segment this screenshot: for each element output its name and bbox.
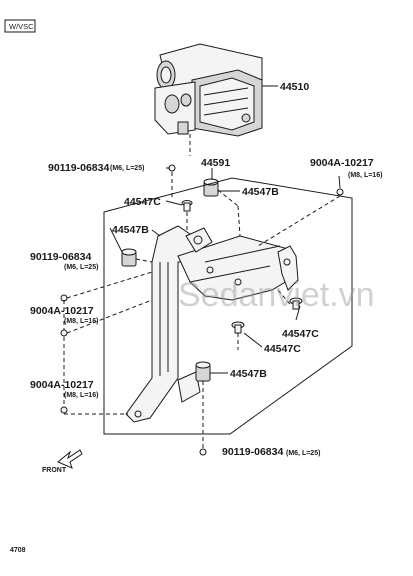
callout-cushion-left-part: 44547B — [112, 224, 149, 236]
callout-cushion-bottom-part: 44547B — [230, 368, 267, 380]
callout-nut-top-right-spec: (M8, L=16) — [348, 172, 382, 179]
collar-top — [181, 200, 193, 212]
callout-bolt-left-spec: (M6, L=25) — [64, 264, 98, 271]
cushion-bottom — [195, 361, 211, 382]
callout-bolt-top-part: 90119-06834 — [48, 162, 109, 174]
callout-cushion-top-part: 44547B — [242, 186, 279, 198]
callout-bolt-bottom-part: 90119-06834 — [222, 446, 283, 458]
nut-bottom-left — [60, 406, 68, 414]
bracket-illustration — [125, 225, 299, 423]
callout-nut-left-spec: (M8, L=16) — [64, 318, 98, 325]
cushion-top — [203, 178, 219, 197]
callout-nut-left-part: 9004A-10217 — [30, 305, 94, 317]
callout-nut-top-right-part: 9004A-10217 — [310, 157, 374, 169]
callout-bolt-top-spec: (M6, L=25) — [110, 165, 144, 172]
callout-collar-right-part: 44547C — [282, 328, 319, 340]
callout-collar-top-part: 44547C — [124, 196, 161, 208]
callout-bolt-bottom-spec: (M6, L=25) — [286, 450, 320, 457]
variant-tag: W/VSC — [9, 22, 34, 31]
callout-nut-bottom-left-spec: (M8, L=16) — [64, 392, 98, 399]
collar-mid — [231, 321, 245, 334]
cushion-left — [121, 248, 137, 267]
callout-nut-bottom-left-part: 9004A-10217 — [30, 379, 94, 391]
callout-44510-part: 44510 — [280, 81, 309, 93]
callout-44591-part: 44591 — [201, 157, 230, 169]
collar-right — [289, 297, 303, 310]
variant-tag-box — [4, 19, 36, 33]
front-label: FRONT — [42, 467, 67, 474]
leader-lines — [109, 85, 341, 374]
nut-top-right — [336, 188, 344, 196]
assembly-lines — [63, 134, 341, 448]
bracket-frame — [103, 177, 353, 435]
abs-actuator-illustration — [154, 43, 263, 137]
front-arrow-icon — [57, 449, 83, 469]
watermark: Sedanviet.vn — [178, 276, 375, 314]
bolt-bottom — [199, 448, 207, 456]
callout-collar-mid-part: 44547C — [264, 343, 301, 355]
figure-number: 4708 — [10, 547, 26, 554]
fastener-illustrations — [60, 164, 344, 456]
nut-left — [60, 329, 68, 337]
callout-bolt-left-part: 90119-06834 — [30, 251, 91, 263]
